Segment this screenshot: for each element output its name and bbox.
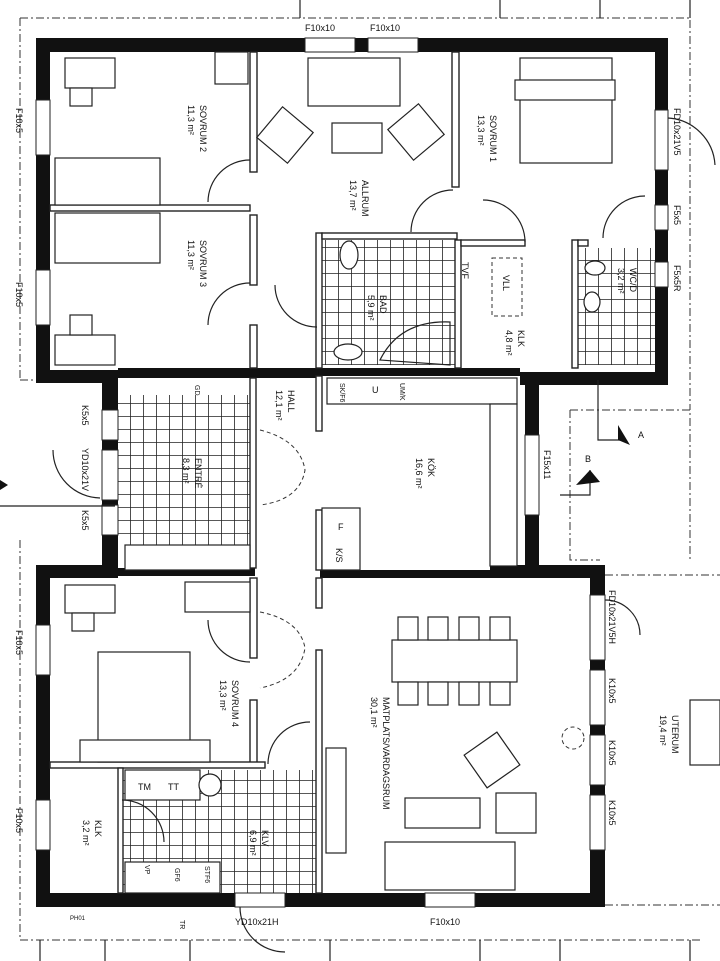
- room-area-allrum: 13,7 m²: [348, 180, 358, 211]
- room-area-sovrum1: 13,3 m²: [476, 115, 486, 146]
- room-area-sovrum2: 11,3 m²: [186, 105, 196, 135]
- section-a-label: A: [638, 430, 644, 440]
- room-name-sovrum2: SOVRUM 2: [198, 105, 208, 152]
- room-name-klv: KLV: [260, 830, 270, 846]
- window-label: F5x5R: [672, 265, 682, 292]
- fixture-um: UM/K: [398, 383, 405, 401]
- room-area-sovrum3: 11,3 m²: [186, 240, 196, 270]
- window-label: K10x5: [607, 740, 617, 766]
- room-area-klk2: 3,2 m²: [81, 820, 91, 846]
- room-name-vardagsrum: MATPLATS/VARDAGSRUM: [381, 697, 391, 810]
- room-name-wc: WC/D: [628, 268, 638, 292]
- room-name-sovrum1: SOVRUM 1: [488, 115, 498, 162]
- room-area-bad: 5,9 m²: [366, 295, 376, 321]
- room-area-entre: 8,3 m²: [181, 458, 191, 484]
- fixture-sk: SK/F6: [338, 383, 345, 403]
- room-name-sovrum3: SOVRUM 3: [198, 240, 208, 287]
- fixture-gf: GF6: [173, 868, 180, 882]
- fixture-ks: K/S: [334, 548, 344, 563]
- window-label: F10x5: [14, 282, 24, 307]
- room-area-vardagsrum: 30,1 m²: [369, 697, 379, 728]
- fixture-labels: TVF VLL SK/F6 U UM/K F K/S TM TT VP GF6 …: [138, 262, 511, 883]
- room-name-kok: KÖK: [426, 458, 436, 477]
- room-area-uterum: 19,4 m²: [658, 715, 668, 746]
- room-name-entre: ENTRÉ: [193, 458, 203, 489]
- window-label: F10x5: [14, 108, 24, 133]
- fixture-tt: TT: [168, 782, 179, 792]
- door-label: YD10x21V: [80, 448, 90, 491]
- door-swings: [52, 117, 716, 953]
- room-area-klv: 6,9 m²: [248, 830, 258, 856]
- window-label: F10x10: [370, 23, 400, 33]
- door-label: FD10x21V5: [672, 108, 682, 156]
- fixture-vll: VLL: [501, 275, 511, 291]
- window-label: F10x10: [305, 23, 335, 33]
- tr-label: TR: [178, 920, 185, 929]
- windows: [35, 37, 669, 908]
- room-area-sovrum4: 13,3 m²: [218, 680, 228, 711]
- room-area-hall: 12,1 m²: [274, 390, 284, 421]
- room-area-klk1: 4,8 m²: [504, 330, 514, 356]
- fixture-tvf: TVF: [460, 262, 470, 280]
- section-markers: A B: [0, 380, 644, 507]
- room-labels: SOVRUM 211,3 m² SOVRUM 311,3 m² ALLRUM13…: [81, 105, 680, 856]
- window-label: K10x5: [607, 800, 617, 826]
- room-name-allrum: ALLRUM: [360, 180, 370, 217]
- room-name-klk1: KLK: [516, 330, 526, 347]
- room-area-kok: 16,6 m²: [414, 458, 424, 489]
- fixture-f: F: [338, 522, 344, 532]
- section-b-label: B: [585, 454, 591, 464]
- fixture-vp: VP: [143, 865, 150, 875]
- room-name-klk2: KLK: [93, 820, 103, 837]
- window-label: F15x11: [542, 450, 552, 479]
- fixture-tm: TM: [138, 782, 151, 792]
- room-name-uterum: UTERUM: [670, 715, 680, 754]
- pipe-label: PH01: [70, 916, 86, 922]
- door-label: YD10x21H: [235, 917, 279, 927]
- fixture-stf: STF6: [203, 866, 210, 883]
- window-label: K5x5: [80, 510, 90, 531]
- opening-labels: F10x10 F10x10 F10x5 F10x5 F10x5 F10x5 FD…: [14, 23, 682, 929]
- room-name-hall: HALL: [286, 390, 296, 413]
- entre-floor-tiles: [118, 395, 255, 545]
- window-label: F5x5: [672, 205, 682, 225]
- door-label: FD10x21V5H: [607, 590, 617, 644]
- room-area-wc: 3,2 m²: [616, 268, 626, 294]
- interior-walls: [49, 51, 589, 894]
- furniture: [54, 51, 720, 894]
- room-name-sovrum4: SOVRUM 4: [230, 680, 240, 727]
- window-label: K10x5: [607, 678, 617, 704]
- fixture-entre-label: GD: [193, 385, 200, 396]
- window-label: F10x5: [14, 808, 24, 833]
- window-label: K5x5: [80, 405, 90, 426]
- fixture-u: U: [372, 385, 379, 395]
- window-label: F10x10: [430, 917, 460, 927]
- window-label: F10x5: [14, 630, 24, 655]
- room-name-bad: BAD: [378, 295, 388, 314]
